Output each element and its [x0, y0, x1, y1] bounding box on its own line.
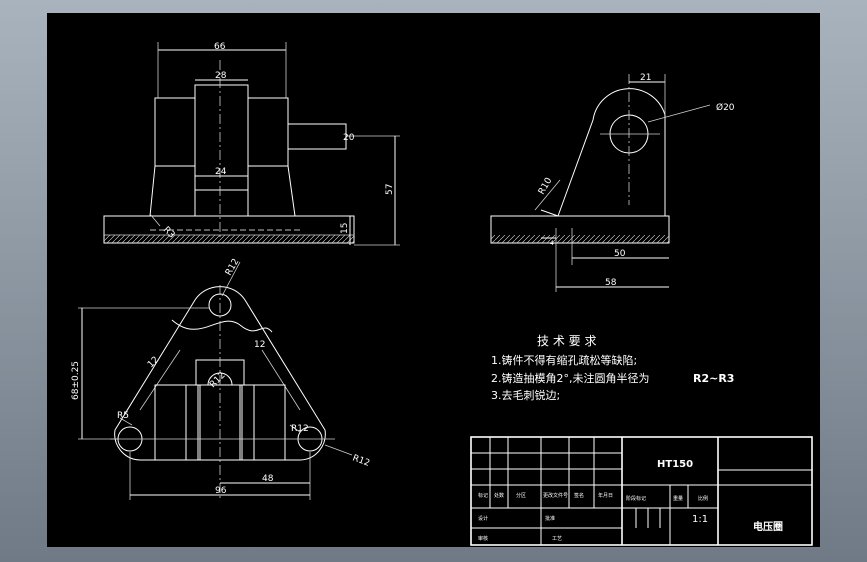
- dim-68: 68±0.25: [71, 361, 81, 400]
- dim-48: 48: [262, 474, 274, 484]
- cell-zone: 分区: [516, 492, 526, 499]
- note-line-2-radius: R2~R3: [693, 372, 734, 385]
- cell-review: 审核: [478, 535, 488, 542]
- note-line-2: 2.铸造抽模角2°,未注圆角半径为: [491, 371, 650, 385]
- cell-count: 处数: [494, 492, 504, 499]
- cell-scale-label: 比例: [698, 495, 708, 502]
- dim-r12-edge: R12: [351, 453, 371, 468]
- notes-title: 技 术 要 求: [537, 334, 596, 348]
- cell-sign: 签名: [574, 492, 584, 499]
- dim-r12-right: R12: [291, 424, 309, 434]
- dim-28: 28: [215, 71, 227, 81]
- dim-r12-top: R12: [224, 257, 242, 277]
- dim-phi20: Ø20: [716, 102, 735, 113]
- dim-12b: 12: [254, 340, 265, 350]
- scale: 1:1: [692, 514, 708, 525]
- dim-15: 15: [340, 223, 350, 234]
- note-line-1: 1.铸件不得有缩孔疏松等缺陷;: [491, 353, 637, 367]
- cell-approve: 批准: [545, 515, 555, 522]
- technical-requirements: 技 术 要 求 1.铸件不得有缩孔疏松等缺陷; 2.铸造抽模角2°,未注圆角半径…: [491, 334, 734, 402]
- dim-24: 24: [215, 167, 227, 177]
- dim-96: 96: [215, 486, 227, 496]
- dim-66: 66: [214, 42, 226, 52]
- dim-21: 21: [640, 73, 651, 83]
- dim-12a: 12: [146, 355, 161, 370]
- dim-small: 4: [550, 240, 554, 247]
- cell-change-doc: 更改文件号: [543, 492, 568, 499]
- dim-57: 57: [385, 184, 395, 195]
- dim-50: 50: [614, 249, 626, 259]
- cell-stage: 阶段标记: [626, 495, 646, 502]
- dim-20: 20: [343, 133, 355, 143]
- title-block: HT150 1:1 电压圈 标记 处数 分区 更改文件号 签名 年月日 阶段标记…: [470, 436, 813, 546]
- front-view: 66 28 20 24 57 15 R3: [103, 42, 400, 246]
- dim-58: 58: [605, 278, 617, 288]
- part-name: 电压圈: [753, 520, 783, 533]
- dim-r10: R10: [537, 176, 555, 197]
- cell-process: 工艺: [552, 536, 562, 542]
- top-view: R12 68±0.25 12 12 R12 R5 R12 R12 48 96: [71, 257, 371, 500]
- side-view: 21 Ø20 R10 50 58 4: [490, 73, 735, 292]
- drawing-sheet: [47, 13, 820, 547]
- cell-date: 年月日: [598, 492, 613, 499]
- cell-weight: 重量: [673, 495, 683, 502]
- cell-mark: 标记: [478, 492, 488, 499]
- material: HT150: [657, 459, 693, 470]
- cell-design: 设计: [478, 515, 488, 522]
- dim-r5: R5: [117, 411, 129, 421]
- note-line-3: 3.去毛刺锐边;: [491, 388, 560, 402]
